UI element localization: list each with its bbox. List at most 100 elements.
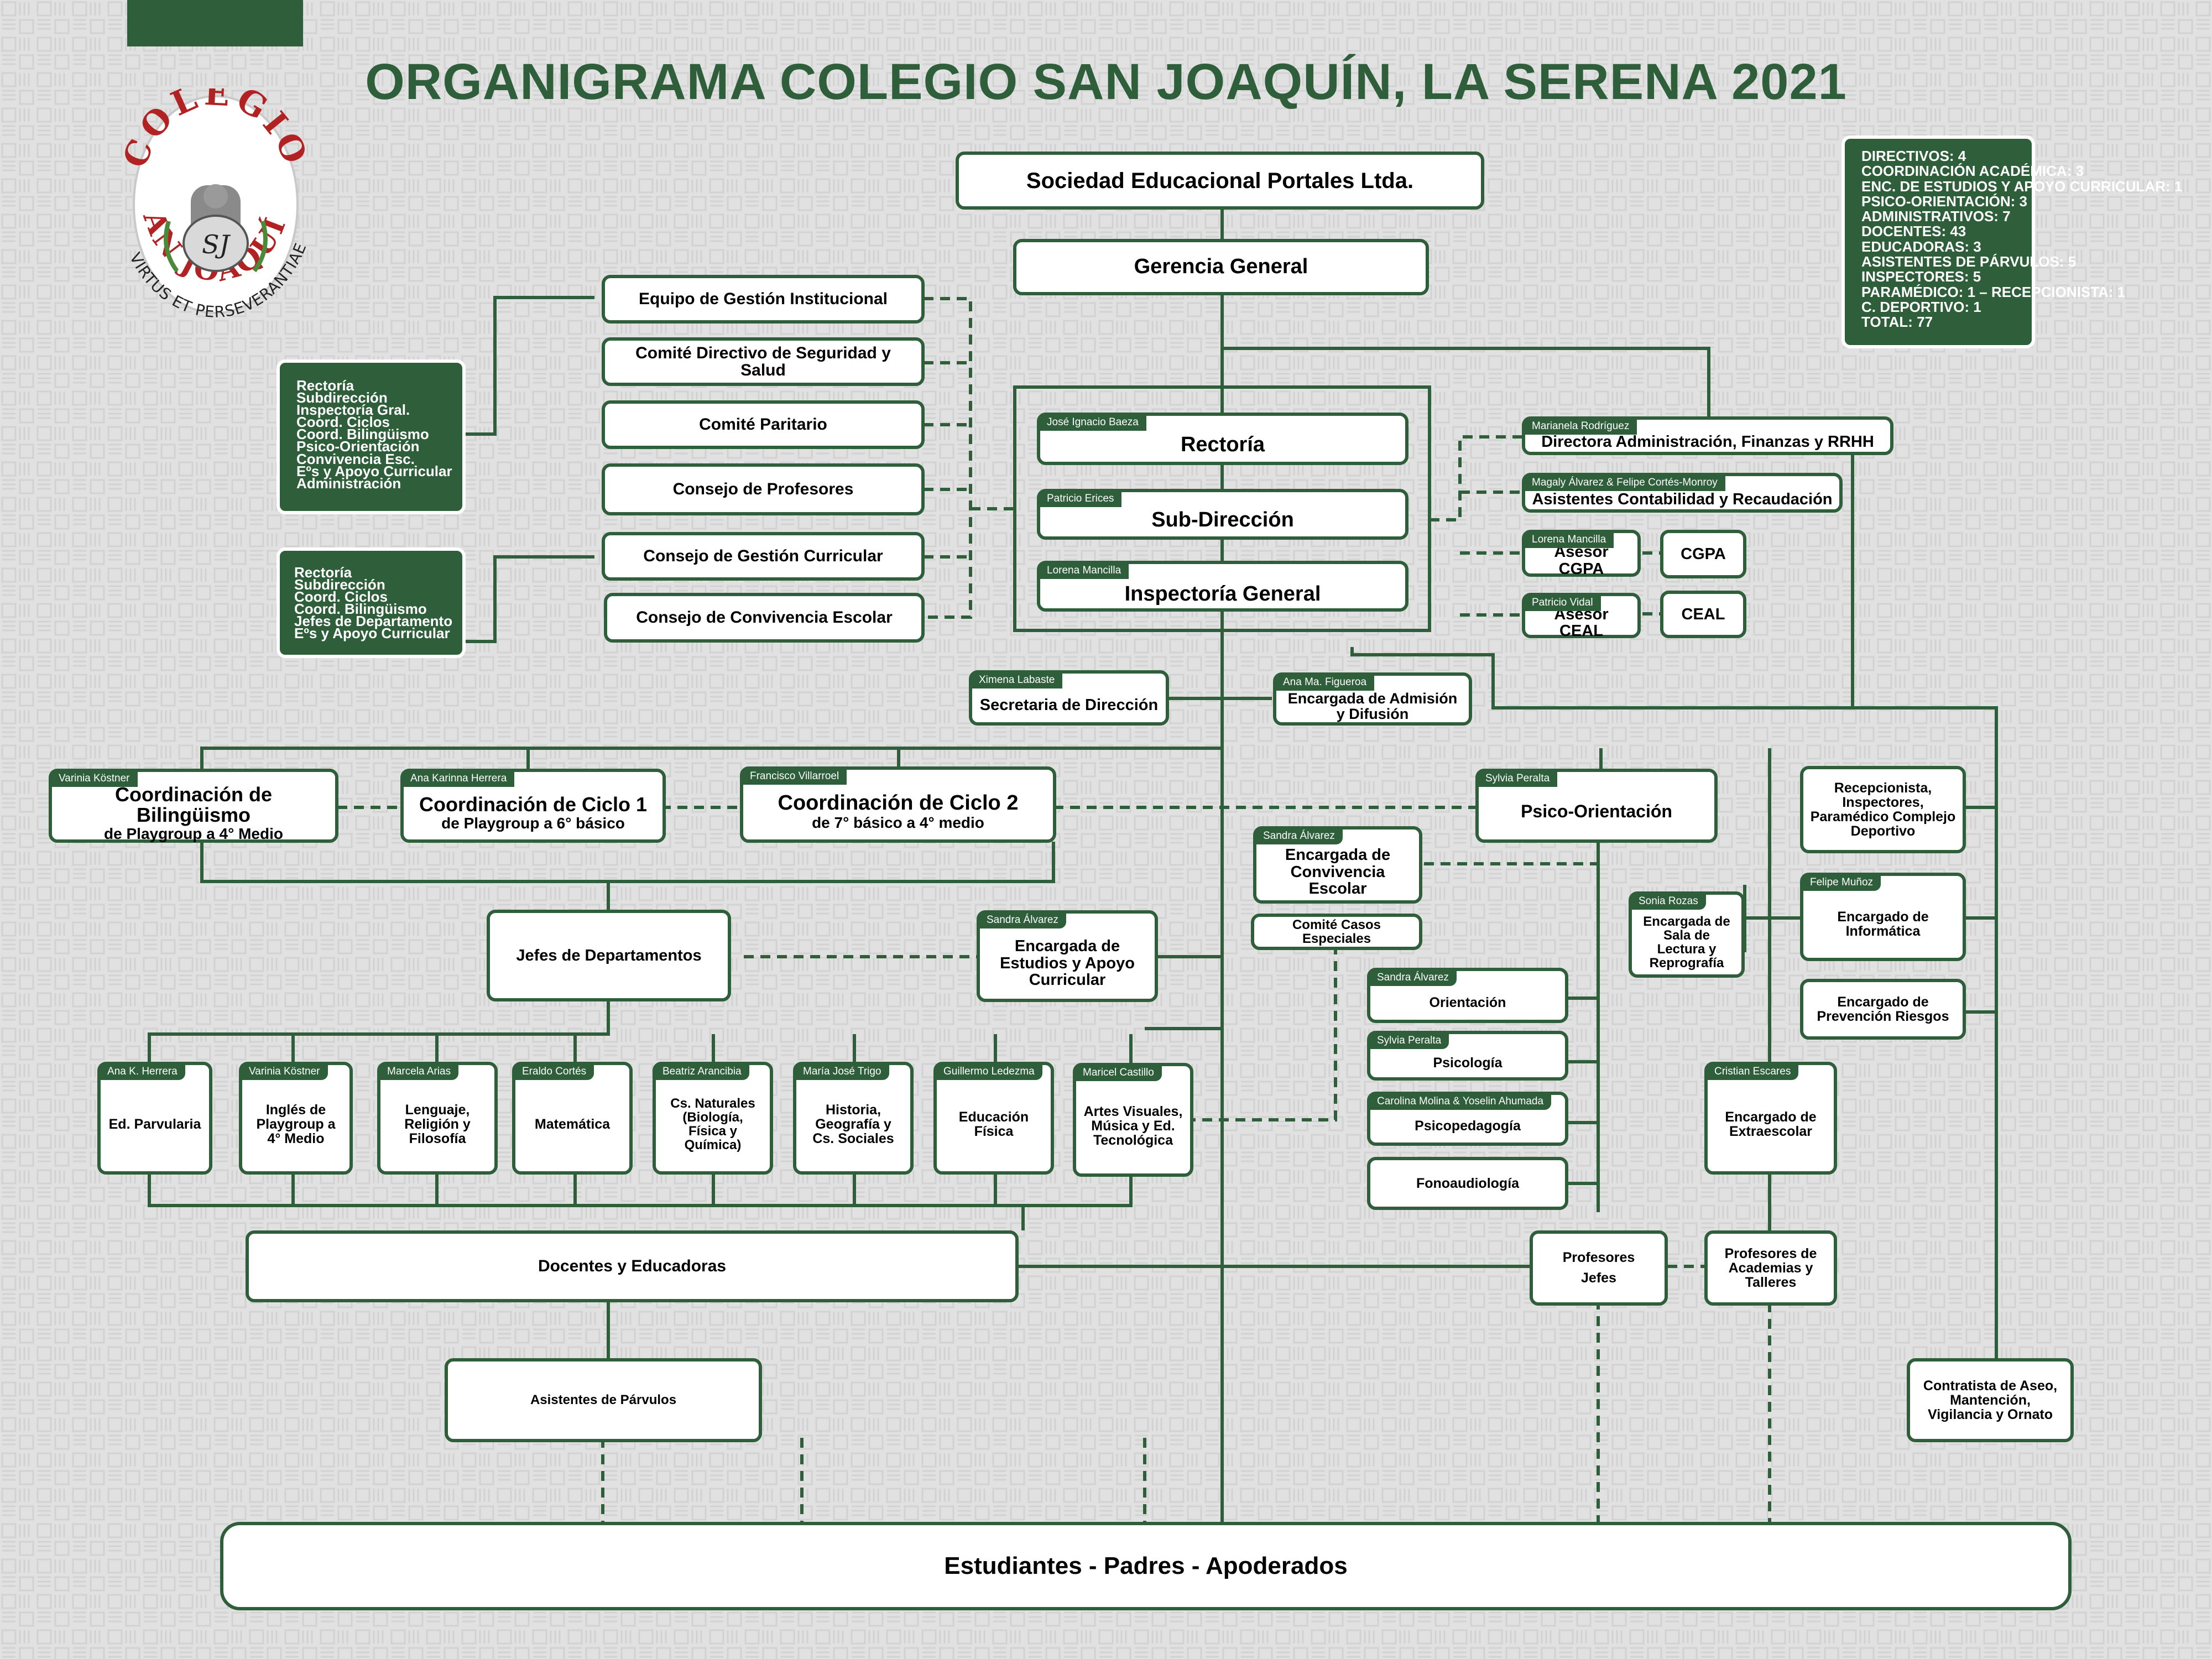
department-label: Artes Visuales, Música y Ed. Tecnológica [1083,1103,1183,1149]
gerencia-box[interactable]: Gerencia General [1013,239,1429,295]
person-tag: Magaly Álvarez & Felipe Cortés-Monroy [1524,475,1725,491]
profesores-jefes-line: Jefes [1581,1270,1616,1286]
staff-stats-list: DIRECTIVOS: 4 COORDINACIÓN ACADÉMICA: 3 … [1861,148,2183,331]
committee-gestion-curricular[interactable]: Consejo de Gestión Curricular [602,532,925,581]
person-tag: Ana K. Herrera [100,1064,185,1080]
stat-line: ENC. DE ESTUDIOS Y APOYO CURRICULAR: 1 [1861,178,2183,195]
estudiantes-label: Estudiantes - Padres - Apoderados [944,1552,1348,1579]
sala-lectura-label: Encargada de Sala de Lectura y Reprograf… [1643,914,1730,971]
school-logo: COLEGIO SAN JOAQUÍN SJ VIRTUS ET PERSEVE… [116,88,311,321]
member-item: Convivencia Esc. [296,450,415,467]
member-item: Coord. Ciclos [296,414,390,431]
person-tag: Lorena Mancilla [1524,532,1614,548]
psicopedagogia-label: Psicopedagogía [1415,1118,1521,1134]
department-label: Cs. Naturales (Biología, Física y Químic… [670,1095,755,1153]
person-tag: Ximena Labaste [971,672,1063,688]
convivencia-label: Encargada de Convivencia Escolar [1285,846,1391,898]
asistentes-contabilidad-label: Asistentes Contabilidad y Recaudación [1532,490,1833,508]
person-tag: Maricel Castillo [1075,1065,1162,1081]
person-tag: Carolina Molina & Yoselin Ahumada [1369,1094,1552,1110]
member-item: Coord. Ciclos [294,588,388,606]
casos-especiales-box[interactable]: Comité Casos Especiales [1251,914,1422,950]
gerencia-label: Gerencia General [1134,255,1308,279]
profesores-academias-box[interactable]: Profesores de Academias y Talleres [1704,1230,1837,1306]
committee-paritario[interactable]: Comité Paritario [602,400,925,449]
member-item: Jefes de Departamento [294,613,453,630]
members-egi-box: Rectoría Subdirección Inspectoría Gral. … [276,359,466,514]
committee-egi[interactable]: Equipo de Gestión Institucional [602,275,925,324]
member-item: Subdirección [294,576,385,593]
member-item: Inspectoría Gral. [296,401,410,419]
committee-seguridad[interactable]: Comité Directivo de Seguridad y Salud [602,337,925,386]
person-tag: Eraldo Cortés [514,1064,594,1080]
committee-convivencia[interactable]: Consejo de Convivencia Escolar [604,593,925,643]
contratista-box[interactable]: Contratista de Aseo, Mantención, Vigilan… [1907,1358,2074,1442]
person-tag: Ana Ma. Figueroa [1275,675,1375,691]
committee-profesores[interactable]: Consejo de Profesores [602,463,925,515]
jefes-departamentos-box[interactable]: Jefes de Departamentos [487,910,731,1001]
committee-label: Consejo de Convivencia Escolar [636,608,893,627]
stat-line: TOTAL: 77 [1861,314,1933,331]
person-tag: Marcela Arias [379,1064,459,1080]
person-tag: Patricio Erices [1039,491,1122,507]
stat-line: C. DEPORTIVO: 1 [1861,298,1981,315]
estudiantes-box[interactable]: Estudiantes - Padres - Apoderados [220,1522,2072,1610]
person-tag: Felipe Muñoz [1802,875,1881,891]
person-tag: Beatriz Arancibia [655,1064,749,1080]
person-tag: Sandra Álvarez [1255,828,1343,844]
person-tag: María José Trigo [795,1064,889,1080]
docentes-box[interactable]: Docentes y Educadoras [246,1230,1019,1302]
jefes-departamentos-label: Jefes de Departamentos [516,946,702,964]
ceal-box[interactable]: CEAL [1660,591,1746,638]
member-item: Administración [296,474,401,492]
department-label: Educación Física [958,1109,1029,1139]
fonoaudiologia-label: Fonoaudiología [1416,1175,1520,1191]
asistentes-parvulos-box[interactable]: Asistentes de Párvulos [445,1358,762,1442]
cgpa-box[interactable]: CGPA [1660,530,1746,578]
committee-label: Comité Paritario [699,415,827,434]
department-label: Inglés de Playgroup a 4° Medio [256,1102,336,1147]
member-item: Coord. Bilingüismo [296,426,429,443]
subdireccion-label: Sub-Dirección [1151,508,1294,532]
estudios-label: Encargada de Estudios y Apoyo Curricular [1000,937,1135,989]
prevencion-box[interactable]: Encargado de Prevención Riesgos [1800,979,1966,1040]
stat-line: ASISTENTES DE PÁRVULOS: 5 [1861,253,2077,270]
sociedad-box[interactable]: Sociedad Educacional Portales Ltda. [956,152,1484,210]
recepcionista-box[interactable]: Recepcionista, Inspectores, Paramédico C… [1800,766,1966,853]
fonoaudiologia-box[interactable]: Fonoaudiología [1367,1157,1568,1210]
contratista-label: Contratista de Aseo, Mantención, Vigilan… [1923,1378,2058,1423]
